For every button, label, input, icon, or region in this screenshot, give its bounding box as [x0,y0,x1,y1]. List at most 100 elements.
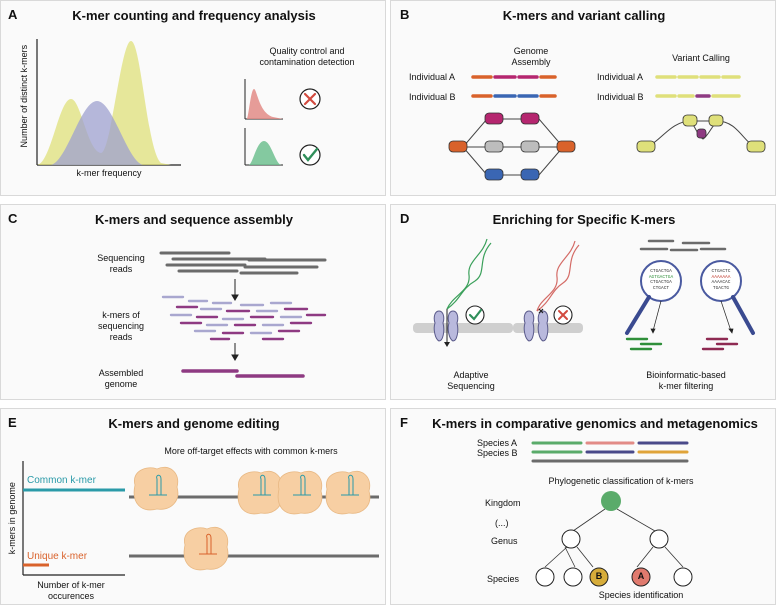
filtered-kmers-purple [701,337,739,351]
species-label: Species [487,574,520,584]
unimodal-distribution [51,101,143,165]
genus-node [649,529,669,549]
individual-b-label: Individual B [409,92,456,102]
sequencing-reads-label-2: reads [109,264,133,274]
fail-icon [553,305,573,325]
species-identification-label: Species identification [598,590,684,600]
phylogeny-illustration [531,441,693,587]
species-node-b [589,567,609,587]
lens-seq-line: CTGACTC [711,269,731,274]
panel-subtitle: More off-target effects with common k-me… [164,446,338,456]
variant-graph [646,120,756,148]
panel-letter: E [8,415,17,430]
dna-strand-green [444,238,492,347]
panel-c: C K-mers and sequence assembly Sequencin… [0,204,386,400]
adaptive-sequencing-label-2: Sequencing [447,381,495,391]
raw-reads [639,239,727,252]
node-b-label: B [595,571,603,581]
species-node [535,567,555,587]
membrane [413,323,513,333]
panel-letter: A [8,7,18,22]
qc-plot-failing [244,79,283,120]
assembled-genome-label-1: Assembled [98,368,144,378]
variant-calling-label: Variant Calling [672,53,730,63]
panel-letter: B [400,7,410,22]
bimodal-distribution [37,41,171,165]
bioinformatic-label-2: k-mer filtering [658,381,714,391]
kmer-fragments [161,295,327,341]
enrichment-illustration [413,238,755,351]
qc-plot-passing [244,128,283,166]
lens-right-sequences: CTGACTC AAAAAAA AAAACAC TGACTG [705,269,737,291]
kmer-frequency-illustration [36,39,321,166]
lens-seq-line: AGTGACTGA [648,274,674,280]
assembled-genome-label-2: genome [104,379,138,389]
panel-letter: F [400,415,408,430]
ellipsis-label: (...) [495,518,509,528]
x-axis-label-1: Number of k-mer [37,580,105,590]
panel-title: K-mers and variant calling [502,8,666,23]
x-axis-label-2: occurences [47,591,95,601]
genome-assembly-label-2: Assembly [511,57,551,67]
panel-e: E K-mers and genome editing More off-tar… [0,408,386,605]
lens-seq-line: CTGACTGA [650,269,672,274]
nanopore [433,310,459,342]
x-axis-label: k-mer frequency [76,168,142,178]
nanopore [523,310,549,342]
panel-letter: C [8,211,18,226]
panel-title: K-mers in comparative genomics and metag… [432,416,758,431]
y-axis-label: Number of distinct k-mers [18,44,29,148]
lens-seq-line: AAAAAAA [711,274,731,280]
genus-node [561,529,581,549]
panel-title: Enriching for Specific K-mers [492,212,676,227]
species-node [673,567,693,587]
species-node-a [631,567,651,587]
assembled-genome [181,369,305,378]
genus-label: Genus [491,536,518,546]
guide-rna-orange [199,533,217,555]
adaptive-sequencing-label-1: Adaptive [453,370,489,380]
panel-title: K-mers and genome editing [108,416,280,431]
genome-editing-illustration [22,461,379,576]
lens-seq-line: AAAACAC [711,280,731,285]
node-a-label: A [637,571,645,581]
panel-f: F K-mers in comparative genomics and met… [390,408,776,605]
dna-strand-red [536,240,580,312]
fail-icon [299,88,321,110]
check-icon [465,305,485,325]
species-a-label: Species A [477,438,518,448]
tree-edges [544,508,684,568]
kmers-label-2: sequencing [97,321,145,331]
kmers-label-3: reads [109,332,133,342]
lens-seq-line: CTGACTGA [650,280,672,285]
panel-a: A K-mer counting and frequency analysis [0,0,386,196]
sequencing-reads [159,251,327,275]
individual-a-label: Individual A [597,72,644,82]
unique-kmer-label: Unique k-mer [27,551,88,562]
kingdom-label: Kingdom [485,498,521,508]
lens-seq-line: TGACTG [712,285,730,291]
genome-assembly-label-1: Genome [513,46,549,56]
guide-rna-teal [149,474,359,496]
species-b-label: Species B [477,448,518,458]
common-kmer-label: Common k-mer [27,475,96,486]
qc-title-line1: Quality control and [269,46,345,56]
sequencing-reads-label-1: Sequencing [97,253,145,263]
filtered-kmers-green [625,337,663,351]
lens-left-sequences: CTGACTGA AGTGACTGA CTGACTGA CTGACT [645,269,677,291]
sequence-assembly-illustration [159,251,327,378]
qc-title-line2: contamination detection [259,57,355,67]
panel-title: K-mer counting and frequency analysis [72,8,316,23]
lens-seq-line: CTGACT [652,285,670,291]
panel-b: B K-mers and variant calling Genome Asse… [390,0,776,196]
panel-d: D Enriching for Specific K-mers Adaptive… [390,204,776,400]
individual-a-label: Individual A [409,72,456,82]
cas9-enzyme [133,466,371,571]
bioinformatic-label-1: Bioinformatic-based [646,370,726,380]
check-icon [299,144,321,166]
phylogenetic-caption: Phylogenetic classification of k-mers [548,476,694,486]
panel-letter: D [400,211,410,226]
kingdom-node [601,491,621,511]
individual-b-label: Individual B [597,92,644,102]
variant-calling-illustration [448,75,766,181]
